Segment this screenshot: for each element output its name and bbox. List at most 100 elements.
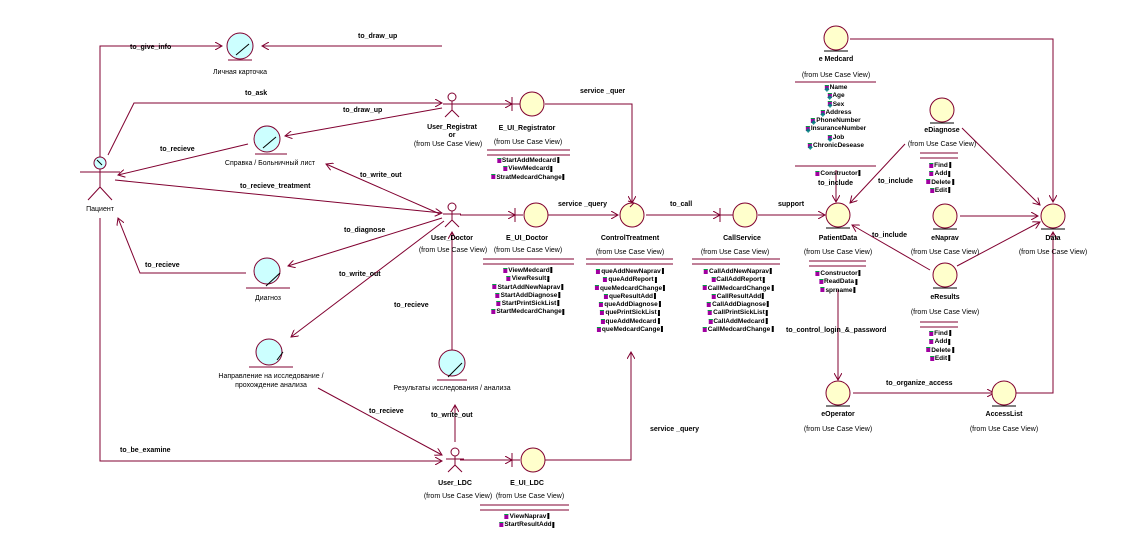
link-results-data <box>956 222 1040 267</box>
operation: queResultAdd <box>595 293 665 301</box>
operation: StartPrintSickList <box>491 300 564 308</box>
operation: CallResultAdd <box>703 293 774 301</box>
operation: StartAddMedcard <box>491 157 564 165</box>
document-icon[interactable] <box>226 32 254 61</box>
operations-list: queAddNewNaprav queAddReport queMedcardC… <box>595 268 666 334</box>
actor-icon[interactable] <box>80 156 120 201</box>
operations-list: CallAddNewNaprav CallAddReport CallMedca… <box>703 268 774 334</box>
document-icon[interactable] <box>246 257 290 289</box>
boundary-icon[interactable] <box>514 202 549 228</box>
actor-icon[interactable] <box>446 447 464 473</box>
entity-icon[interactable] <box>1040 203 1066 230</box>
boundary-icon[interactable] <box>719 202 758 228</box>
from-label: (from Use Case View) <box>969 426 1039 433</box>
link-to-give-info <box>99 46 222 157</box>
entity-name: PatientData <box>818 235 858 242</box>
from-label: (from Use Case View) <box>495 493 565 500</box>
link-to-write-out-sick <box>326 164 441 215</box>
operations-list: Constructor ReadData sprname <box>815 270 861 295</box>
link-to-write-out-referral <box>291 220 445 337</box>
actor-name: Пациент <box>86 206 114 213</box>
entity-icon[interactable] <box>823 25 849 52</box>
link-label: to_write_out <box>360 172 402 179</box>
from-label: (from Use Case View) <box>1018 249 1088 256</box>
actor-icon[interactable] <box>443 202 461 228</box>
boundary-icon[interactable] <box>511 91 545 117</box>
document-name: Результаты исследования / анализа <box>393 385 511 392</box>
entity-icon[interactable] <box>929 97 955 124</box>
entity-icon[interactable] <box>991 380 1017 407</box>
boundary-name: E_UI_LDC <box>510 480 544 487</box>
operation: CallMedcardChange <box>703 285 774 293</box>
operation: StartAddNewNaprav <box>491 284 564 292</box>
link-label: to_ask <box>245 90 268 97</box>
link-label: to_write_out <box>339 271 381 278</box>
link-label: to_recieve_treatment <box>240 183 311 190</box>
from-label: (from Use Case View) <box>595 249 665 256</box>
entity-name: eNaprav <box>931 235 959 242</box>
from-label: (from Use Case View) <box>803 249 873 256</box>
operation: CallMedcardChange <box>703 326 774 334</box>
operation: Delete <box>926 179 954 187</box>
link-to-diagnose <box>288 217 443 266</box>
operation: Edit <box>926 355 954 363</box>
operation: queAddMedcard <box>595 318 665 326</box>
entity-name: Data <box>1045 235 1061 242</box>
attribute: Age <box>806 92 866 100</box>
link-label: to_recieve <box>394 302 429 309</box>
document-name: Справка / Больничный лист <box>224 160 316 167</box>
entity-icon[interactable] <box>932 262 958 289</box>
link-service-query-3 <box>545 352 631 461</box>
operation: queAddDiagnose <box>595 301 665 309</box>
from-label: (from Use Case View) <box>423 493 493 500</box>
document-name: Диагноз <box>255 295 281 302</box>
sep <box>795 81 876 167</box>
actor-icon[interactable] <box>443 92 461 118</box>
boundary-name: E_UI_Registrator <box>498 125 556 132</box>
link-access-data <box>1016 232 1053 394</box>
from-label: (from Use Case View) <box>910 249 980 256</box>
actor-name: User_Registrat or <box>427 124 477 139</box>
operation: sprname <box>815 287 860 295</box>
from-label: (from Use Case View) <box>803 426 873 433</box>
link-label: to_control_login_&_password <box>786 327 887 334</box>
document-name: Личная карточка <box>212 69 268 76</box>
from-label: (from Use Case View) <box>801 72 871 79</box>
entity-icon[interactable] <box>932 203 958 230</box>
link-label: service _quer <box>580 88 626 95</box>
entity-icon[interactable] <box>825 202 851 229</box>
operation: ViewMedcard <box>491 165 564 173</box>
boundary-icon[interactable] <box>511 447 546 473</box>
operation: CallAddDiagnose <box>703 301 774 309</box>
attributes-list: Name Age Sex Address PhoneNumber Insuran… <box>806 84 866 150</box>
attribute: PhoneNumber <box>806 117 866 125</box>
link-label: to_include <box>878 178 914 185</box>
operation: Constructor <box>815 270 861 278</box>
attribute: ChronicDesease <box>806 142 866 150</box>
from-label: (from Use Case View) <box>907 141 977 148</box>
entity-icon[interactable] <box>825 380 851 407</box>
document-icon[interactable] <box>253 125 287 155</box>
operation: queMedcardCange <box>595 326 665 334</box>
control-icon[interactable] <box>619 200 645 228</box>
document-icon[interactable] <box>249 338 293 368</box>
attribute: Sex <box>806 101 866 109</box>
link-label: to_draw_up <box>343 107 383 114</box>
operation: ViewResult <box>491 275 564 283</box>
operations-list: StartAddMedcard ViewMedcard StratMedcard… <box>491 157 565 182</box>
operation: StartResultAdd <box>499 521 555 529</box>
operations-list: Find Add Delete Edit <box>926 330 954 363</box>
operations-list: ViewMedcard ViewResult StartAddNewNaprav… <box>491 267 565 317</box>
sep <box>480 504 569 511</box>
document-icon[interactable] <box>437 349 467 381</box>
attribute: InsuranceNumber <box>806 125 866 133</box>
link-label: service _query <box>650 426 700 433</box>
link-label: service _query <box>558 201 608 208</box>
operation: ViewMedcard <box>491 267 564 275</box>
operation: Delete <box>926 347 954 355</box>
link-label: to_organize_access <box>886 380 953 387</box>
attribute: Address <box>806 109 866 117</box>
sep <box>692 258 780 265</box>
document-name: Направление на исследование / прохождени… <box>218 373 324 389</box>
